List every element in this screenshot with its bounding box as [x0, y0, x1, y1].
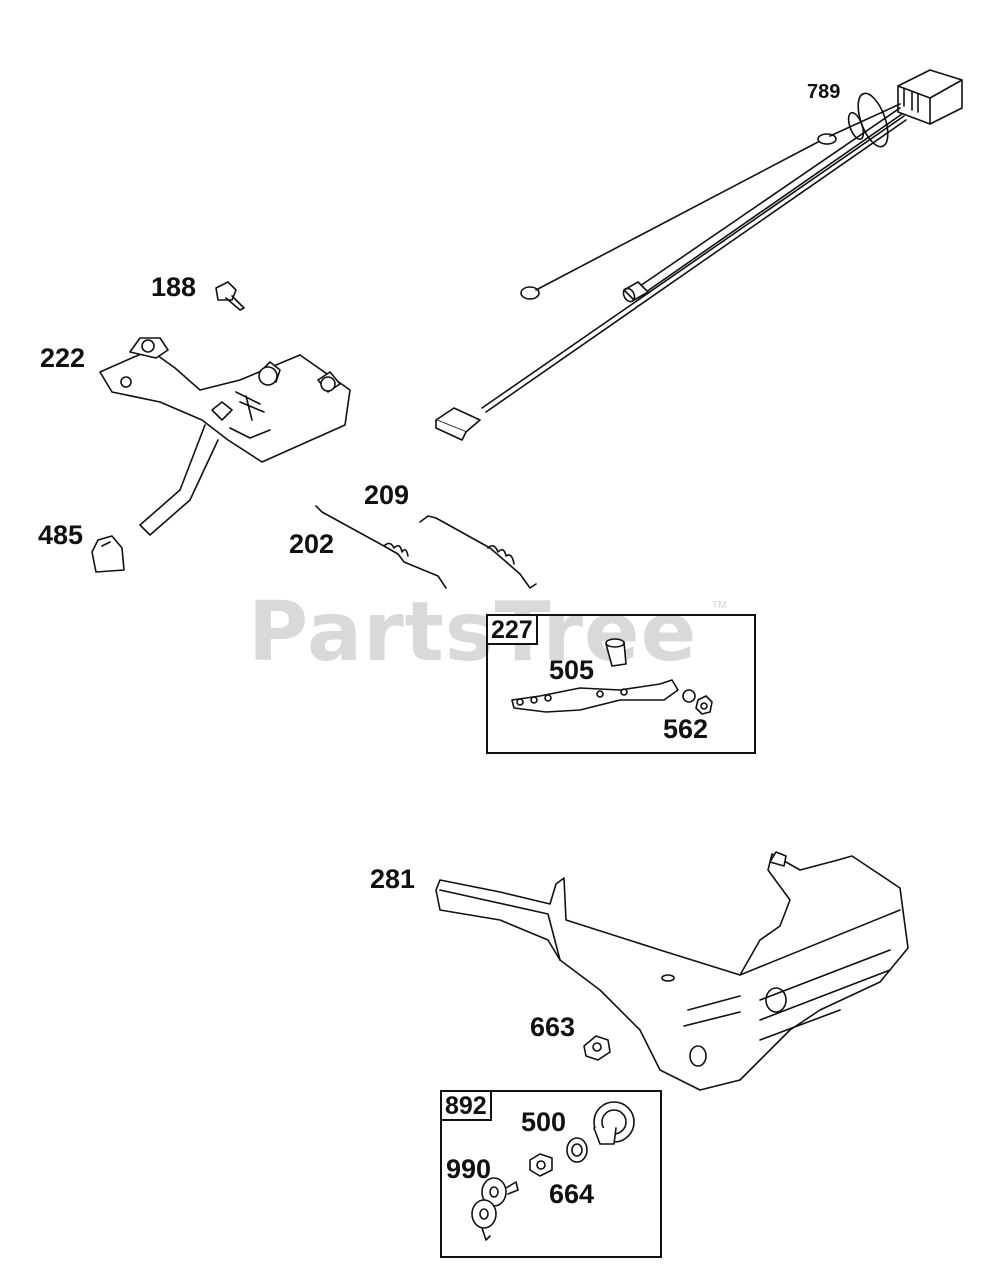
callout-222[interactable]: 222 — [40, 343, 86, 373]
part-562-nut-washer[interactable] — [682, 689, 713, 715]
part-281-bracket[interactable] — [435, 851, 909, 1091]
callout-188[interactable]: 188 — [151, 272, 197, 302]
part-222-control-bracket[interactable] — [99, 337, 351, 536]
callout-664[interactable]: 664 — [549, 1179, 595, 1209]
kit-227-label[interactable]: 227 — [486, 614, 538, 646]
callout-485[interactable]: 485 — [38, 520, 84, 550]
callout-500[interactable]: 500 — [521, 1107, 567, 1137]
part-664-nut-washer[interactable] — [529, 1137, 588, 1177]
callout-663[interactable]: 663 — [530, 1012, 576, 1042]
callout-202[interactable]: 202 — [289, 529, 335, 559]
part-209-spring-link[interactable] — [419, 515, 537, 589]
part-500-ignition-switch[interactable] — [593, 1101, 635, 1145]
part-505-pin[interactable] — [605, 638, 627, 667]
callout-789[interactable]: 789 — [807, 81, 841, 103]
callout-209[interactable]: 209 — [364, 480, 410, 510]
callout-990[interactable]: 990 — [446, 1154, 492, 1184]
callout-562[interactable]: 562 — [663, 714, 709, 744]
part-663-screw[interactable] — [583, 1035, 611, 1061]
part-789-wire-harness[interactable] — [435, 69, 963, 441]
part-188-screw[interactable] — [215, 281, 245, 311]
part-485-knob[interactable] — [91, 535, 125, 573]
kit-892-box — [440, 1090, 662, 1258]
kit-892-label[interactable]: 892 — [440, 1090, 492, 1122]
kit-227-box — [486, 614, 756, 754]
part-227-lever[interactable] — [511, 679, 679, 713]
callout-505[interactable]: 505 — [549, 655, 595, 685]
trademark-mark: TM — [712, 600, 727, 611]
part-202-spring-link[interactable] — [315, 505, 447, 589]
callout-281[interactable]: 281 — [370, 864, 416, 894]
part-990-keys[interactable] — [471, 1177, 519, 1241]
